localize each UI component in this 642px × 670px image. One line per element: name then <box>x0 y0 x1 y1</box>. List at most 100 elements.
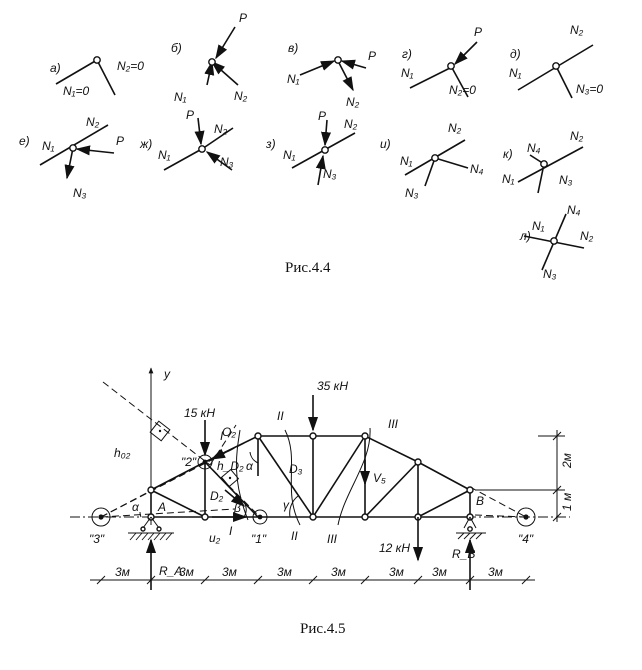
case-v-bar-2 <box>337 60 354 92</box>
case-b-force-p <box>215 26 236 60</box>
case-a-bar-2 <box>96 59 116 96</box>
dim-tick <box>308 575 318 585</box>
dim-span-5: 3м <box>331 565 346 579</box>
case-b: б) P N₁ N₂ <box>171 11 248 104</box>
dim-vertical: 2м 1 м <box>476 430 574 522</box>
case-k-n4: N₄ <box>527 141 541 155</box>
support-B-hatch <box>457 532 483 540</box>
angle-beta-arc <box>243 503 247 518</box>
case-k-n1: N₁ <box>502 172 515 186</box>
section-III-top: III <box>388 417 399 431</box>
diagonal-D3 <box>257 435 314 518</box>
case-k-n3: N₃ <box>559 173 573 187</box>
point-1-ring <box>252 509 268 525</box>
load-15kN-label: 15 кН <box>184 406 215 420</box>
support-A-hatch <box>129 532 173 541</box>
case-z-node <box>321 146 329 154</box>
dim-span-1: 3м <box>115 565 130 579</box>
moment-point-1: "1" <box>251 509 268 546</box>
case-zh-force-p <box>194 117 205 146</box>
section-I-top: I <box>220 429 224 443</box>
case-zh-bar-2 <box>201 127 234 150</box>
fig45-caption: Рис.4.5 <box>300 621 346 637</box>
dim-tick-1 <box>552 431 562 441</box>
case-g: г) P N₁ N₂=0 <box>401 25 482 98</box>
support-A-struts <box>142 516 160 529</box>
node <box>309 513 317 521</box>
case-z: з) P N₂ N₁ N₃ <box>265 109 358 186</box>
dim-tick <box>521 575 531 585</box>
case-i-bar-3 <box>424 157 436 187</box>
point-4-ring <box>516 507 536 527</box>
dim-tick-2 <box>552 485 562 495</box>
dim-2m: 2м <box>560 453 574 469</box>
right-angle-h02 <box>149 420 171 442</box>
case-k-tag: к) <box>503 147 513 161</box>
case-e-n2: N₂ <box>86 115 100 129</box>
dim-span-4: 3м <box>277 565 292 579</box>
case-b-p: P <box>239 11 247 25</box>
reaction-RB-label: R_B <box>452 547 475 561</box>
hD2-line <box>209 424 237 466</box>
case-i-n2: N₂ <box>448 121 462 135</box>
line-4-base <box>473 514 527 518</box>
dim-1m: 1 м <box>560 493 574 511</box>
load-35kN-label: 35 кН <box>317 379 348 393</box>
force-O2 <box>210 448 233 460</box>
dim-tick <box>413 575 423 585</box>
case-v: в) N₁ P N₂ <box>287 41 376 109</box>
case-d-n3: N₃=0 <box>576 82 603 96</box>
label-D3: D₃ <box>289 462 303 476</box>
case-d-bar-2 <box>555 65 573 99</box>
case-z-force-p <box>321 119 332 147</box>
case-e-node <box>69 144 77 152</box>
case-v-tag: в) <box>288 41 298 55</box>
section-III <box>337 427 371 526</box>
dim-span-6: 3м <box>389 565 404 579</box>
case-g-n2: N₂=0 <box>449 83 476 97</box>
case-g-tag: г) <box>402 47 412 61</box>
case-g-node <box>447 62 455 70</box>
case-i-n3: N₃ <box>405 186 419 200</box>
angle-alpha-arc-2 <box>249 451 259 464</box>
dim-tick <box>146 575 156 585</box>
case-a: а) N₂=0 N₁=0 <box>50 56 144 98</box>
dim-span-3: 3м <box>222 565 237 579</box>
node <box>466 486 474 494</box>
top-chord <box>150 435 471 491</box>
case-l: л) N₄ N₁ N₂ N₃ <box>519 203 594 281</box>
section-II-top: II <box>277 409 284 423</box>
case-k-bar-3 <box>537 163 545 194</box>
case-z-bar-3 <box>315 154 326 186</box>
case-zh-p: P <box>186 108 194 122</box>
label-D2: D₂ <box>210 489 224 503</box>
point-1-label: "1" <box>251 532 267 546</box>
case-zh-n3: N₃ <box>220 155 234 169</box>
section-III-bottom: III <box>327 532 338 546</box>
case-a-node <box>93 56 101 64</box>
case-zh: ж) P N₂ N₁ N₃ <box>139 108 234 171</box>
dim-tick <box>253 575 263 585</box>
point-3-ring <box>91 507 111 527</box>
diagonal-D2 <box>204 461 259 518</box>
dim-tick <box>465 575 475 585</box>
case-v-node <box>334 56 342 64</box>
support-A-label: A <box>157 500 166 514</box>
angle-beta: β <box>233 501 241 515</box>
case-i-n1: N₁ <box>400 154 413 168</box>
case-k-bar-1 <box>517 146 584 183</box>
case-e-n1: N₁ <box>42 139 55 153</box>
node <box>361 513 369 521</box>
case-d-node <box>552 62 560 70</box>
case-k-n2: N₂ <box>570 129 584 143</box>
case-b-n2: N₂ <box>234 89 248 103</box>
case-k-node <box>540 160 548 168</box>
right-angle-hD2-dot <box>228 476 232 480</box>
truss-nodes <box>147 432 474 521</box>
dim-tick <box>200 575 210 585</box>
dim-tick <box>96 575 106 585</box>
case-i: и) N₂ N₁ N₄ N₃ <box>380 121 484 200</box>
case-a-bar-1 <box>55 59 98 85</box>
node <box>201 513 209 521</box>
